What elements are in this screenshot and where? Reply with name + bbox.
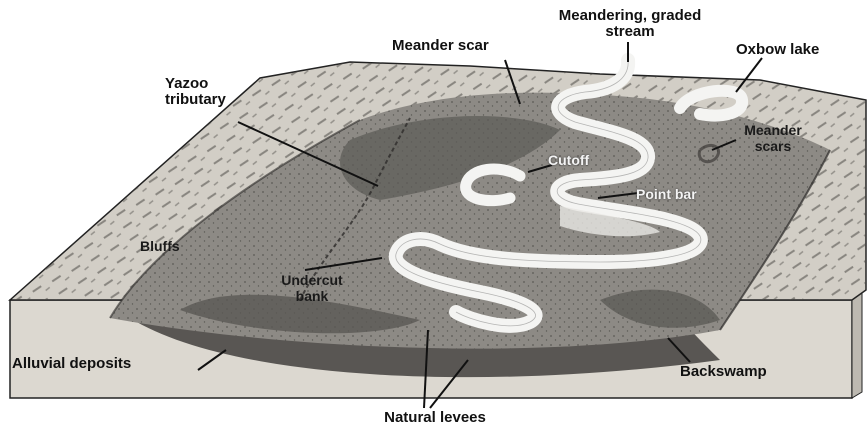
label-meander-scar: Meander scar: [392, 38, 522, 54]
label-oxbow-lake: Oxbow lake: [736, 42, 846, 58]
right-side-face: [852, 290, 862, 398]
label-meander-scars: Meander scars: [728, 122, 818, 154]
label-undercut-bank: Undercut bank: [272, 272, 352, 304]
label-natural-levees: Natural levees: [340, 410, 530, 426]
label-yazoo-tributary: Yazoo tributary: [165, 76, 265, 108]
label-alluvial-deposits: Alluvial deposits: [12, 356, 202, 372]
label-meandering-stream: Meandering, graded stream: [535, 8, 725, 40]
label-backswamp: Backswamp: [680, 364, 810, 380]
label-cutoff: Cutoff: [548, 152, 608, 168]
label-point-bar: Point bar: [636, 186, 726, 202]
label-bluffs: Bluffs: [140, 238, 210, 254]
